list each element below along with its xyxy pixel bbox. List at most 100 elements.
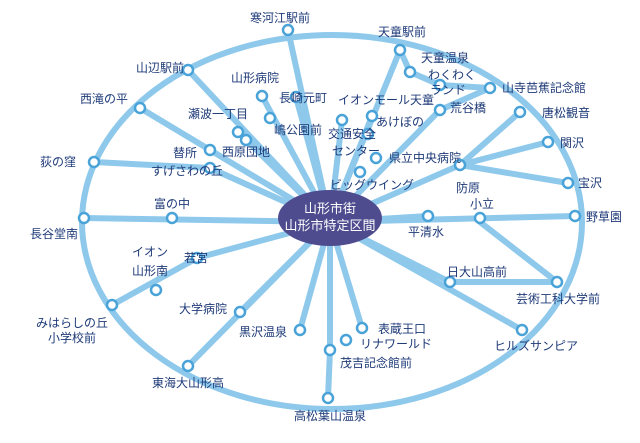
label-kenritsu: 県立中央病院 [389, 150, 461, 165]
label-nichidai: 日大山高前 [447, 264, 507, 279]
stop-hirashimizu[interactable] [421, 209, 435, 223]
stop-tendo-onsen[interactable] [403, 65, 417, 79]
spoke-houzawa [457, 162, 571, 186]
stop-wakamiya[interactable] [190, 251, 204, 265]
stop-ogi[interactable] [87, 155, 101, 169]
label-sagae: 寒河江駅前 [250, 10, 310, 25]
stop-kaesho[interactable] [203, 143, 217, 157]
stop-aeon-tendo[interactable] [365, 109, 379, 123]
stop-kenritsu[interactable] [369, 151, 383, 165]
stop-miharashi[interactable] [105, 298, 119, 312]
spoke-mokichi [325, 219, 333, 401]
label-kotsu: 交通安全 [328, 126, 376, 141]
stop-bouhara[interactable] [453, 158, 467, 172]
spoke-sekizawa [457, 139, 551, 168]
stop-sugesawa[interactable] [203, 161, 217, 175]
stop-karamatsu[interactable] [513, 105, 527, 119]
label-center: センター [332, 144, 380, 158]
stop-yamagata-minami[interactable] [149, 283, 163, 297]
stop-araya[interactable] [433, 103, 447, 117]
label-houzawa: 宝沢 [578, 176, 602, 190]
stop-omotezao[interactable] [355, 321, 369, 335]
stop-sekizawa[interactable] [541, 135, 555, 149]
hub-line1: 山形市街 [304, 201, 356, 217]
label-takamatsu: 高松葉山温泉 [294, 408, 366, 423]
stop-wakuwaku[interactable] [433, 78, 447, 92]
stop-shima[interactable] [263, 111, 277, 125]
spoke-tendo-onsen [397, 47, 493, 91]
label-omotezao: 表蔵王口 [378, 322, 426, 336]
label-tomi: 富の中 [154, 196, 190, 211]
stop-sagae[interactable] [281, 23, 295, 37]
label-sugesawa: すげさわの丘 [151, 164, 223, 178]
hub: 山形市街 山形市特定区間 [278, 190, 382, 246]
stop-yamagata-hospital[interactable] [255, 89, 269, 103]
stop-nichidai[interactable] [443, 275, 457, 289]
label-kaesho: 替所 [173, 146, 197, 160]
label-nishihara: 西原団地 [222, 145, 270, 159]
label-daigaku: 大学病院 [179, 301, 227, 316]
stop-senami[interactable] [231, 125, 245, 139]
stop-yamadera[interactable] [483, 81, 497, 95]
label-araya: 荒谷橋 [450, 101, 486, 115]
label-wakuwaku: わくわく [428, 68, 476, 82]
label-kurosawa: 黒沢温泉 [239, 325, 287, 339]
stop-bigwing[interactable] [353, 165, 367, 179]
label-bouhara: 防原 [456, 180, 480, 195]
stop-tomi[interactable] [165, 211, 179, 225]
label-rinaworld: リナワールド [360, 337, 432, 351]
label-akebono: あけぼの [376, 115, 424, 129]
label-hills: ヒルズサンピア [494, 338, 578, 353]
label-nagasaki: 長崎元町 [279, 91, 327, 105]
label-sekizawa: 関沢 [560, 136, 584, 150]
stop-kotsu[interactable] [335, 113, 349, 127]
label-shima: 嶋公園前 [274, 122, 322, 137]
stop-hasedo[interactable] [77, 211, 91, 225]
label-hasedo: 長谷堂南 [30, 226, 78, 241]
stops [77, 23, 582, 405]
stop-takamatsu[interactable] [321, 391, 335, 405]
stop-nishitaki[interactable] [133, 101, 147, 115]
label-tendo: 天童駅前 [378, 24, 426, 39]
hub-ellipse [278, 190, 382, 246]
label-mokichi: 茂吉記念館前 [340, 355, 412, 370]
stop-geiko[interactable] [550, 275, 564, 289]
stop-hills[interactable] [515, 323, 529, 337]
stop-kurosawa[interactable] [293, 323, 307, 337]
label-land: ランド [430, 83, 466, 97]
label-yasouen: 野草園 [586, 210, 622, 224]
label-aeon-tendo: イオンモール天童 [338, 92, 434, 107]
stop-kodate[interactable] [473, 211, 487, 225]
label-tendo-onsen: 天童温泉 [421, 50, 469, 65]
stop-houzawa[interactable] [561, 176, 575, 190]
label-yamagata-hospital: 山形病院 [231, 70, 279, 85]
hub-line2: 山形市特定区間 [284, 218, 375, 234]
stop-daigaku[interactable] [233, 305, 247, 319]
label-karamatsu: 唐松観音 [542, 105, 590, 120]
stop-tokai[interactable] [181, 359, 195, 373]
stop-mokichi[interactable] [323, 343, 337, 357]
spoke-tokai [185, 219, 333, 369]
station-labels: 寒河江駅前 天童駅前 天童温泉 わくわく ランド 山寺芭蕉記念館 山辺駅前 山形… [30, 10, 622, 423]
stop-akebono[interactable] [361, 127, 375, 141]
stop-yasouen[interactable] [568, 209, 582, 223]
stop-yamabe[interactable] [181, 63, 195, 77]
stop-nishihara[interactable] [239, 133, 253, 147]
spoke-geiko [477, 219, 560, 285]
label-bigwing: ビッグウイング [330, 178, 414, 192]
label-nishitaki: 西滝の平 [80, 92, 128, 106]
label-tokai: 東海大山形高 [152, 375, 224, 390]
label-wakamiya: 若宮 [184, 250, 208, 265]
stop-tendo[interactable] [393, 43, 407, 57]
label-miharashi: みはらしの丘 [36, 316, 108, 330]
label-yamadera: 山寺芭蕉記念館 [502, 80, 586, 95]
label-hirashimizu: 平清水 [408, 225, 444, 239]
label-ogi: 荻の窪 [40, 154, 76, 169]
label-yamagata-minami: 山形南 [132, 263, 168, 278]
stop-rinaworld[interactable] [339, 333, 353, 347]
label-geiko: 芸術工科大学前 [516, 291, 600, 306]
label-shogakko: 小学校前 [48, 330, 96, 345]
stop-nagasaki[interactable] [289, 90, 303, 104]
label-yamabe: 山辺駅前 [136, 60, 184, 75]
